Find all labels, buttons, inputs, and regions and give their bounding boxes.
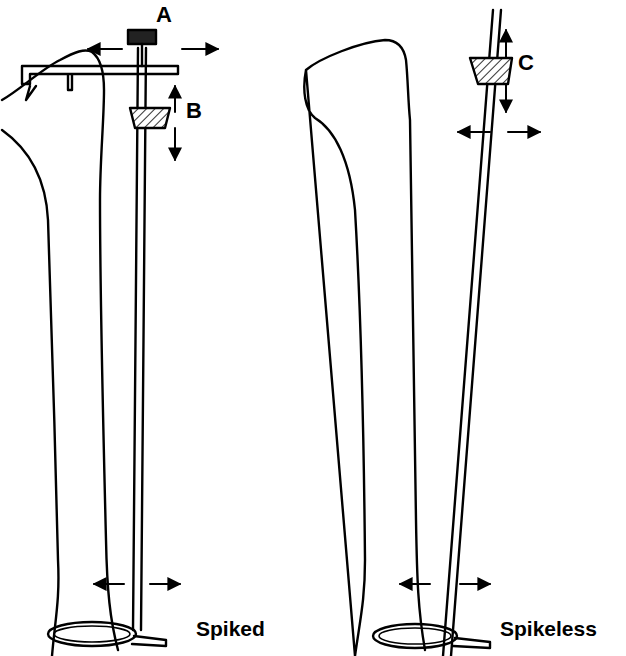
ankle-clamp: [48, 622, 136, 646]
part-letter: A: [156, 4, 172, 26]
spike-arm: [22, 66, 178, 100]
part-letter: C: [518, 52, 534, 74]
direction-arrows: [88, 49, 218, 584]
alignment-rod: [133, 48, 146, 630]
direction-arrows: [400, 30, 540, 584]
alignment-rod: [443, 10, 501, 656]
slider-block: [470, 58, 512, 84]
ankle-clamp: [373, 624, 457, 648]
figure-caption-label: Spiked: [196, 618, 265, 639]
tibia-bone: [2, 50, 118, 656]
adjust-knob: [128, 30, 156, 44]
part-letter: B: [186, 100, 202, 122]
slider-block: [130, 108, 170, 128]
tibia-bone: [304, 40, 425, 656]
figure-caption-label: Spikeless: [500, 618, 597, 639]
